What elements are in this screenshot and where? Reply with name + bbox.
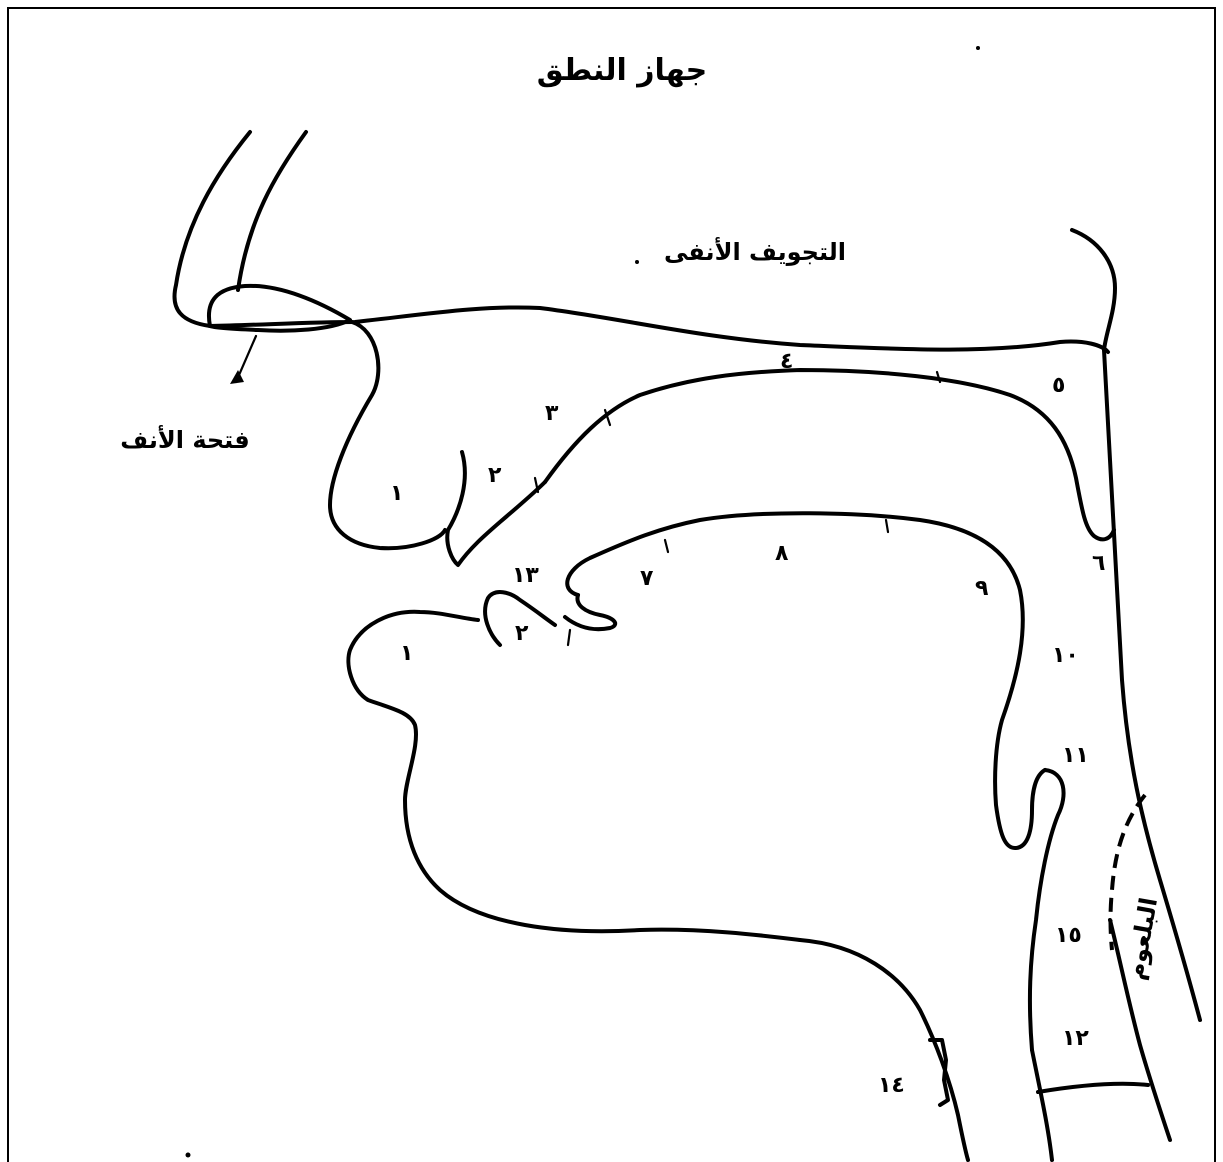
speck bbox=[186, 1153, 191, 1158]
tongue-tip bbox=[565, 595, 615, 629]
num-tongue-root: ١٠ bbox=[1052, 643, 1079, 668]
num-tongue-blade: ٧ bbox=[640, 566, 654, 591]
speck bbox=[976, 46, 980, 50]
num-larynx: ١٤ bbox=[878, 1073, 905, 1098]
diagram-title: جهاز النطق bbox=[537, 53, 707, 88]
epiglottis bbox=[1030, 770, 1064, 1050]
speck bbox=[635, 260, 639, 264]
label-pharynx: البلعوم bbox=[1121, 895, 1163, 982]
num-alveolar: ٣ bbox=[545, 401, 559, 426]
num-lower-lip: ١ bbox=[400, 641, 413, 666]
tongue-surface bbox=[567, 513, 1045, 848]
label-nasal-cavity: التجويف الأنفى bbox=[664, 237, 846, 266]
nose-bridge-inner bbox=[238, 132, 306, 290]
upper-lip bbox=[330, 322, 445, 548]
num-uvula: ٦ bbox=[1092, 551, 1105, 576]
num-tongue-tip: ١٣ bbox=[512, 563, 539, 588]
lower-lip bbox=[348, 612, 800, 940]
tick-tongue-back bbox=[886, 520, 888, 532]
num-tongue-front: ٨ bbox=[775, 541, 789, 566]
num-upper-teeth: ٢ bbox=[488, 463, 502, 488]
num-upper-lip: ١ bbox=[390, 481, 403, 506]
nostril-arrow-head bbox=[230, 370, 244, 384]
num-soft-palate: ٥ bbox=[1052, 373, 1065, 398]
vocal-folds-line bbox=[1038, 1084, 1148, 1092]
num-lower-teeth: ٢ bbox=[515, 621, 529, 646]
tick-tongue-tip bbox=[568, 630, 570, 645]
num-pharynx: ١٥ bbox=[1055, 923, 1082, 948]
tick-tongue-blade bbox=[665, 540, 668, 552]
num-vocal-folds: ١٢ bbox=[1062, 1026, 1089, 1051]
larynx-front-wall bbox=[1032, 1050, 1052, 1160]
num-hard-palate: ٤ bbox=[780, 349, 793, 374]
num-tongue-back: ٩ bbox=[975, 576, 988, 601]
nasal-cavity-floor bbox=[210, 307, 1108, 352]
frame-border bbox=[8, 8, 1215, 1162]
label-nostril: فتحة الأنف bbox=[120, 425, 249, 454]
nasopharynx-back-curve bbox=[1072, 230, 1115, 350]
num-epiglottis: ١١ bbox=[1062, 743, 1089, 768]
nose-bridge-outer bbox=[174, 132, 250, 326]
